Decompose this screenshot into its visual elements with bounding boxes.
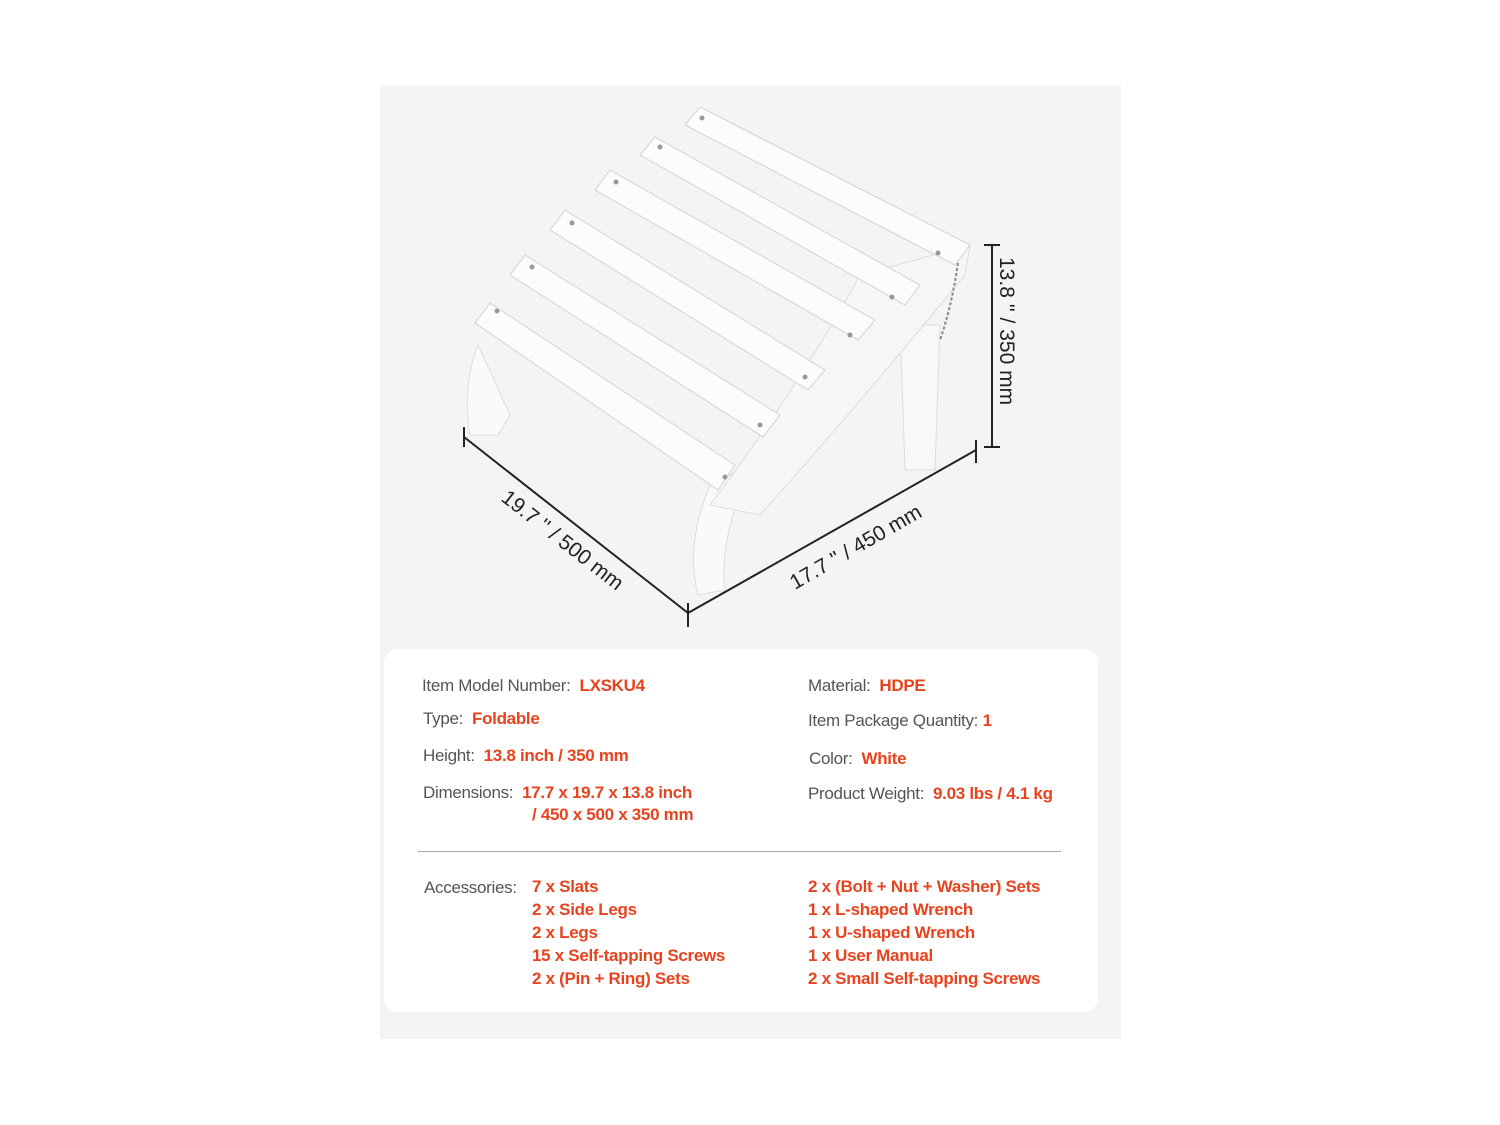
depth-dimension-label: 19.7 '' / 500 mm	[497, 486, 628, 595]
spec-package-quantity: Item Package Quantity: 1	[808, 711, 992, 731]
width-dimension-label: 17.7 '' / 450 mm	[786, 500, 926, 594]
accessory-item: 2 x (Bolt + Nut + Washer) Sets	[808, 877, 1041, 896]
accessories-label: Accessories:	[424, 878, 517, 897]
spec-value: 13.8 inch / 350 mm	[483, 746, 629, 765]
accessory-item: 15 x Self-tapping Screws	[532, 946, 726, 965]
height-dimension-label: 13.8 '' / 350 mm	[995, 257, 1018, 405]
spec-label: Product Weight:	[808, 784, 925, 803]
spec-dimensions: Dimensions: 17.7 x 19.7 x 13.8 inch	[423, 783, 692, 803]
accessory-item: 2 x Small Self-tapping Screws	[808, 969, 1041, 988]
spec-height: Height: 13.8 inch / 350 mm	[423, 746, 629, 766]
spec-label: Item Model Number:	[422, 676, 571, 695]
spec-product-weight: Product Weight: 9.03 lbs / 4.1 kg	[808, 784, 1053, 804]
spec-label: Item Package Quantity:	[808, 711, 979, 730]
spec-value: Foldable	[471, 709, 540, 728]
spec-value: 17.7 x 19.7 x 13.8 inch	[522, 783, 692, 802]
spec-label: Material:	[808, 676, 871, 695]
accessories-list-left: 7 x Slats 2 x Side Legs 2 x Legs 15 x Se…	[532, 875, 725, 990]
accessory-item: 1 x U-shaped Wrench	[808, 923, 975, 942]
spec-model-number: Item Model Number: LXSKU4	[422, 676, 645, 696]
accessory-item: 1 x User Manual	[808, 946, 933, 965]
accessory-item: 2 x Legs	[532, 923, 598, 942]
accessory-item: 2 x (Pin + Ring) Sets	[532, 969, 690, 988]
spec-label: Type:	[423, 709, 464, 728]
spec-value: White	[861, 749, 907, 768]
spec-label: Dimensions:	[423, 783, 514, 802]
spec-color: Color: White	[809, 749, 907, 769]
divider	[418, 851, 1061, 852]
spec-label: Color:	[809, 749, 853, 768]
spec-type: Type: Foldable	[423, 709, 540, 729]
accessory-item: 2 x Side Legs	[532, 900, 637, 919]
spec-value: 9.03 lbs / 4.1 kg	[933, 784, 1053, 803]
spec-value: / 450 x 500 x 350 mm	[532, 805, 694, 824]
spec-value: 1	[982, 711, 992, 730]
spec-value: HDPE	[879, 676, 926, 695]
spec-value: LXSKU4	[579, 676, 646, 695]
accessories-list-right: 2 x (Bolt + Nut + Washer) Sets 1 x L-sha…	[808, 875, 1041, 990]
spec-label: Height:	[423, 746, 475, 765]
ottoman-product-image: 19.7 '' / 500 mm 17.7 '' / 450 mm 13.8 '…	[463, 106, 1018, 627]
accessory-item: 7 x Slats	[532, 877, 599, 896]
spec-material: Material: HDPE	[808, 676, 926, 696]
accessory-item: 1 x L-shaped Wrench	[808, 900, 973, 919]
spec-dimensions-metric: / 450 x 500 x 350 mm	[532, 805, 694, 825]
specs-card	[384, 649, 1098, 1012]
